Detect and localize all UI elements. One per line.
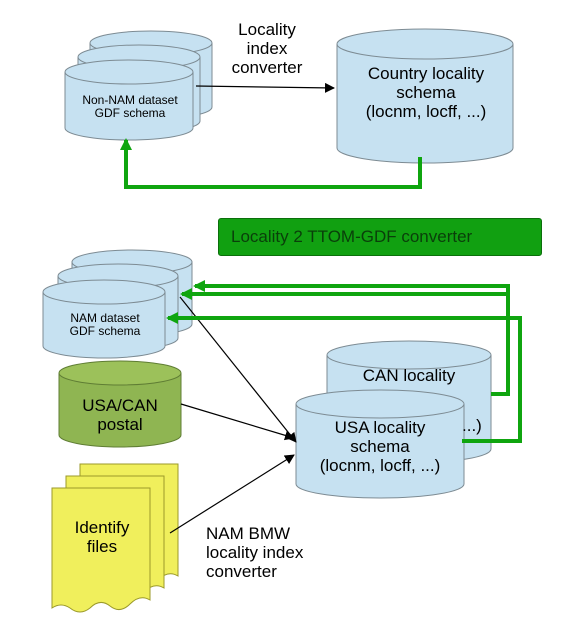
can-db-title: CAN locality bbox=[362, 366, 456, 385]
postal-db bbox=[58, 360, 182, 448]
postal-to-usa-arrow bbox=[180, 403, 295, 441]
usa-db-label: USA locality schema (locnm, locff, ...) bbox=[319, 418, 441, 476]
country-db bbox=[336, 28, 514, 164]
usa-db bbox=[295, 389, 465, 499]
country-db-label: Country locality schema (locnm, locff, .… bbox=[365, 64, 487, 122]
locality-index-arrow bbox=[195, 82, 335, 93]
db-layer-front bbox=[42, 279, 166, 359]
nam-bmw-converter-label: NAM BMW locality index converter bbox=[206, 524, 304, 582]
locality-index-converter-label: Locality index converter bbox=[231, 20, 303, 78]
nam-db-label: NAM dataset GDF schema bbox=[69, 311, 141, 339]
nam-to-usa-arrow bbox=[179, 296, 297, 443]
identify-to-usa-arrow bbox=[169, 454, 295, 534]
green-return-arrow-can bbox=[193, 280, 510, 396]
green-return-arrow-usa bbox=[166, 312, 522, 443]
identify-files-docs bbox=[51, 463, 179, 613]
nonnam-db-stack bbox=[64, 30, 213, 141]
nam-db-stack bbox=[42, 249, 193, 359]
identify-files-label: Identify files bbox=[74, 518, 130, 557]
nonnam-db-label: Non-NAM dataset GDF schema bbox=[82, 93, 178, 121]
can-db-suffix: ...) bbox=[462, 416, 482, 435]
postal-db-label: USA/CAN postal bbox=[82, 396, 158, 435]
green-return-arrow-top bbox=[120, 138, 422, 189]
locality-2-ttom-gdf-converter-banner: Locality 2 TTOM-GDF converter bbox=[218, 218, 542, 256]
